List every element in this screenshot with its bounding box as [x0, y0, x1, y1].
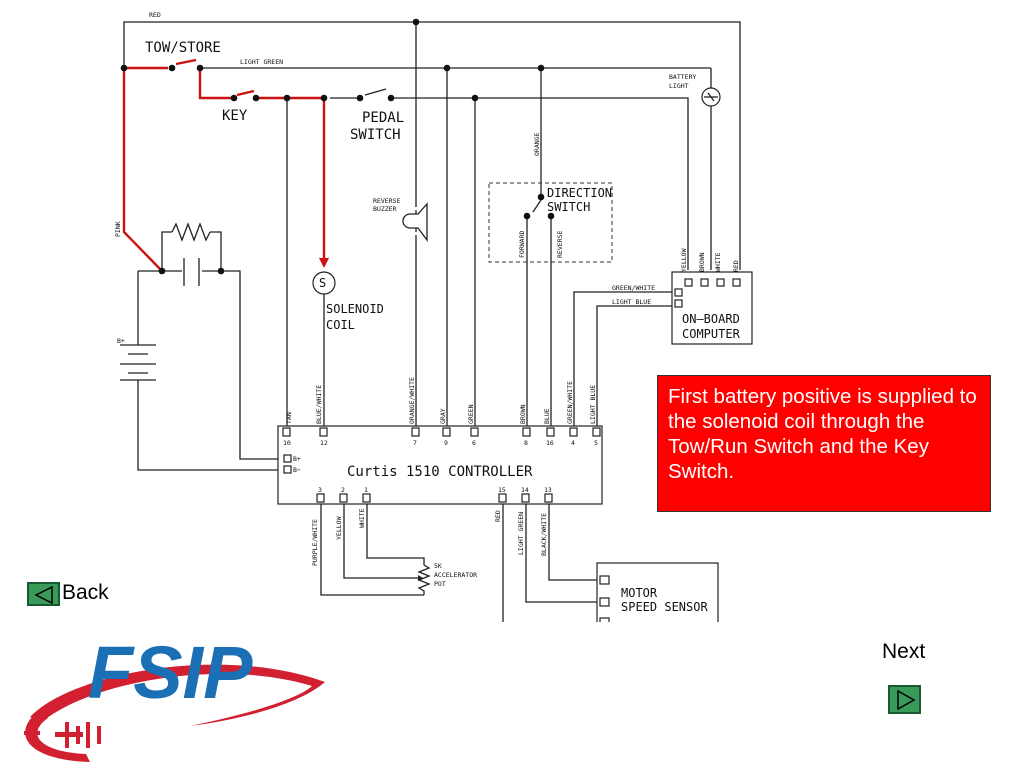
label-red-top: RED — [149, 11, 161, 19]
top-pin-number: 5 — [594, 439, 598, 447]
accelerator-pot-icon — [410, 564, 431, 595]
label-on-board: ON—BOARD — [682, 312, 740, 326]
top-pin-number: 6 — [472, 439, 476, 447]
top-pin-wire-label: ORANGE/WHITE — [408, 377, 416, 424]
obc-pin-squares — [674, 278, 741, 308]
top-pin-number: 12 — [320, 439, 328, 447]
controller-title: Curtis 1510 CONTROLLER — [347, 464, 533, 480]
top-pin-number: 9 — [444, 439, 448, 447]
highlighted-current-path — [122, 58, 329, 272]
logo-text: FSIP — [88, 631, 253, 714]
label-orange: ORANGE — [533, 132, 541, 156]
top-pin-wire-label: LIGHT BLUE — [589, 385, 597, 424]
top-pin-wire-label: GREEN/WHITE — [566, 381, 574, 424]
label-5k: 5K — [434, 562, 442, 570]
label-switch: SWITCH — [350, 127, 401, 143]
bottom-pin-number: 2 — [341, 486, 345, 494]
label-reverse: REVERSE — [556, 231, 564, 258]
bottom-pin-number: 1 — [364, 486, 368, 494]
resistor-symbol — [171, 222, 211, 242]
label-obc-white: WHITE — [714, 252, 722, 272]
top-pin-number: 8 — [524, 439, 528, 447]
label-battery: BATTERY — [669, 73, 696, 81]
bottom-pin-number: 14 — [521, 486, 529, 494]
label-coil: COIL — [326, 318, 355, 332]
bottom-pin-wire-label: LIGHT GREEN — [517, 512, 525, 555]
controller-pin-squares — [282, 427, 601, 503]
direction-switch-box — [488, 182, 613, 263]
top-pin-wire-label: BROWN — [519, 404, 527, 424]
label-light-green: LIGHT GREEN — [240, 58, 283, 66]
battery-light-icon — [701, 87, 721, 107]
label-pink: PINK — [114, 221, 122, 237]
top-pin-wire-label: TAN — [285, 412, 293, 424]
label-ctrl-bplus: B+ — [293, 455, 301, 463]
explanation-callout: First battery positive is supplied to th… — [657, 375, 991, 512]
top-pin-wire-label: GREEN — [467, 404, 475, 424]
top-pin-number: 16 — [546, 439, 554, 447]
top-pin-wire-label: BLUE/WHITE — [315, 385, 323, 424]
label-obc-red: RED — [732, 260, 740, 272]
callout-text: First battery positive is supplied to th… — [668, 385, 977, 483]
controller-box — [277, 425, 603, 505]
label-green-white-obc: GREEN/WHITE — [612, 284, 655, 292]
next-button[interactable] — [888, 685, 921, 714]
label-computer: COMPUTER — [682, 327, 741, 341]
motor-pin-squares — [599, 575, 610, 622]
battery-symbol — [120, 344, 156, 381]
bottom-pin-wire-label: YELLOW — [335, 516, 343, 540]
top-pin-wire-label: BLUE — [543, 408, 551, 424]
bottom-pin-wire-label: WHITE — [358, 508, 366, 528]
bottom-pin-wire-label: BLACK/WHITE — [540, 513, 548, 556]
capacitor-symbol — [183, 258, 200, 286]
label-direction-switch: SWITCH — [547, 200, 590, 214]
next-label: Next — [882, 640, 926, 663]
label-key: KEY — [222, 108, 248, 124]
top-pin-number: 7 — [413, 439, 417, 447]
label-reverse-buzzer-2: BUZZER — [373, 205, 397, 213]
pedal-switch-blade — [364, 88, 387, 96]
top-pin-number: 4 — [571, 439, 575, 447]
label-tow-store: TOW/STORE — [145, 40, 221, 56]
bottom-pin-number: 13 — [544, 486, 552, 494]
wiring-diagram: RED TOW/STORE LIGHT GREEN KEY PEDAL SWIT… — [114, 11, 753, 622]
back-button[interactable] — [27, 582, 60, 606]
label-reverse-buzzer-1: REVERSE — [373, 197, 400, 205]
direction-switch-blade — [532, 199, 542, 213]
bottom-pin-number: 3 — [318, 486, 322, 494]
label-obc-brown: BROWN — [698, 252, 706, 272]
reverse-buzzer-icon — [402, 202, 428, 242]
back-link[interactable]: Back — [62, 581, 109, 604]
next-arrow-icon — [897, 689, 916, 711]
junction-nodes — [120, 18, 555, 275]
label-speed-sensor: SPEED SENSOR — [621, 600, 708, 614]
battery-symbol-logo — [24, 722, 101, 748]
top-pin-number: 10 — [283, 439, 291, 447]
label-obc-yellow: YELLOW — [680, 248, 688, 272]
label-light: LIGHT — [669, 82, 689, 90]
label-direction: DIRECTION — [547, 186, 612, 200]
bottom-pin-wire-label: PURPLE/WHITE — [311, 519, 319, 566]
back-arrow-icon — [34, 585, 53, 605]
label-light-blue-obc: LIGHT BLUE — [612, 298, 651, 306]
wiring-lines — [123, 21, 741, 622]
motor-speed-sensor — [596, 562, 719, 622]
bottom-pin-wire-label: RED — [494, 510, 502, 522]
bottom-pin-number: 15 — [498, 486, 506, 494]
top-pin-wire-label: GRAY — [439, 408, 447, 424]
label-motor: MOTOR — [621, 586, 658, 600]
label-solenoid-s: S — [319, 276, 326, 290]
label-ctrl-bminus: B− — [293, 466, 301, 474]
label-battery-bplus: B+ — [117, 337, 125, 345]
label-forward: FORWARD — [518, 231, 526, 258]
label-pot: POT — [434, 580, 446, 588]
label-pedal: PEDAL — [362, 110, 404, 126]
label-accelerator: ACCELERATOR — [434, 571, 477, 579]
fsip-logo: FSIP — [24, 631, 325, 762]
solenoid-coil-icon — [312, 271, 336, 295]
label-solenoid: SOLENOID — [326, 302, 384, 316]
